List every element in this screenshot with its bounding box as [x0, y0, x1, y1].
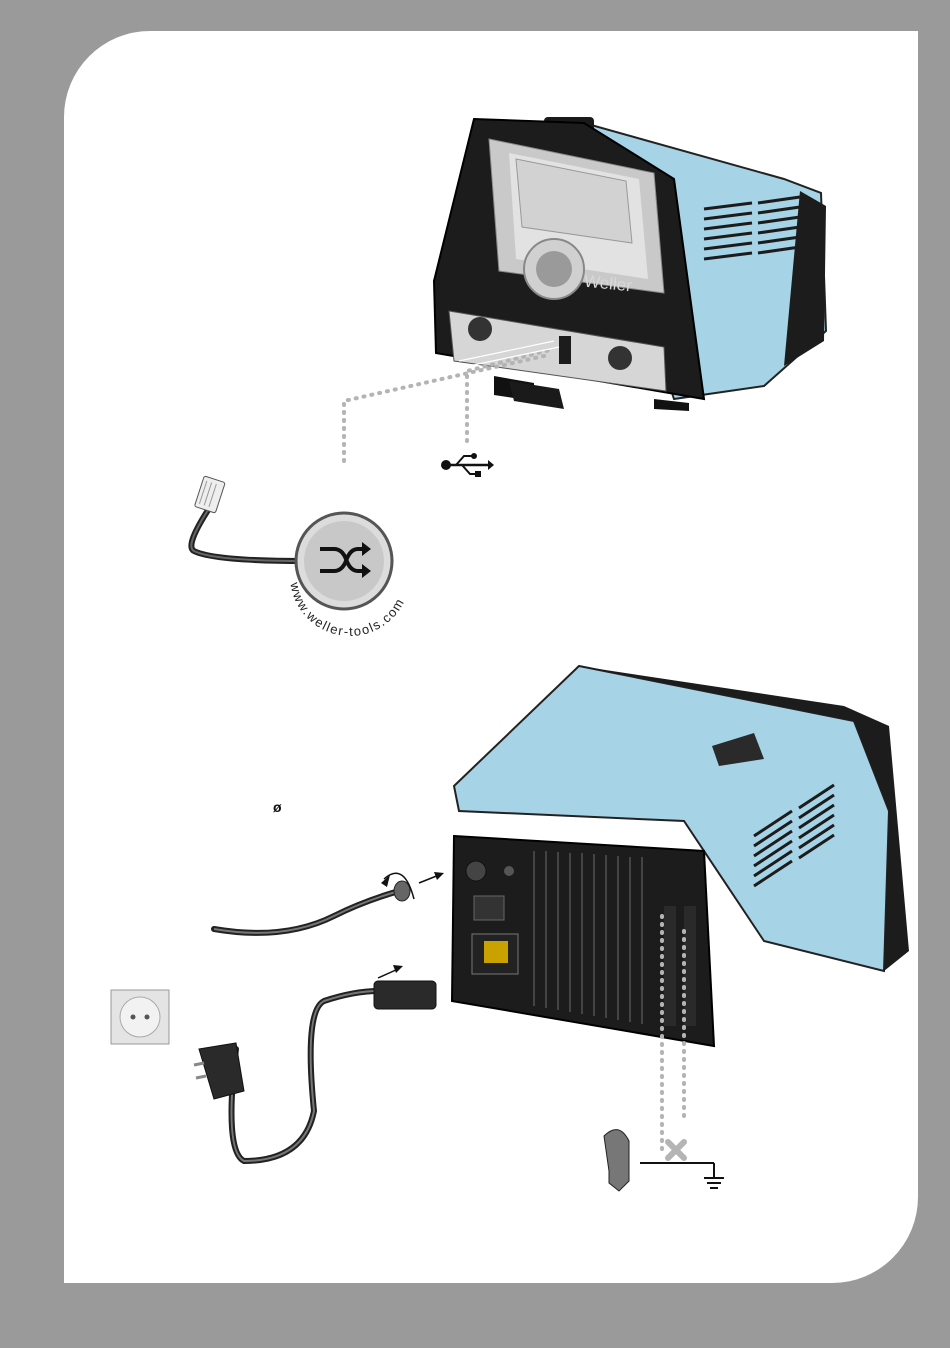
svg-text:www.weller-tools.com: www.weller-tools.com	[287, 580, 407, 639]
website-text: www.weller-tools.com	[287, 580, 407, 639]
website-label: www.weller-tools.com	[280, 561, 420, 651]
usb-icon	[440, 451, 494, 479]
diameter-symbol: ø	[273, 799, 282, 815]
cross-icon	[664, 1138, 688, 1162]
ground-icon	[700, 1161, 730, 1187]
station-rear-illustration	[64, 651, 918, 1283]
power-socket-icon	[109, 988, 171, 1046]
manual-page: Weller www.weller-tools.com	[64, 31, 918, 1283]
station-front-illustration	[64, 31, 918, 651]
